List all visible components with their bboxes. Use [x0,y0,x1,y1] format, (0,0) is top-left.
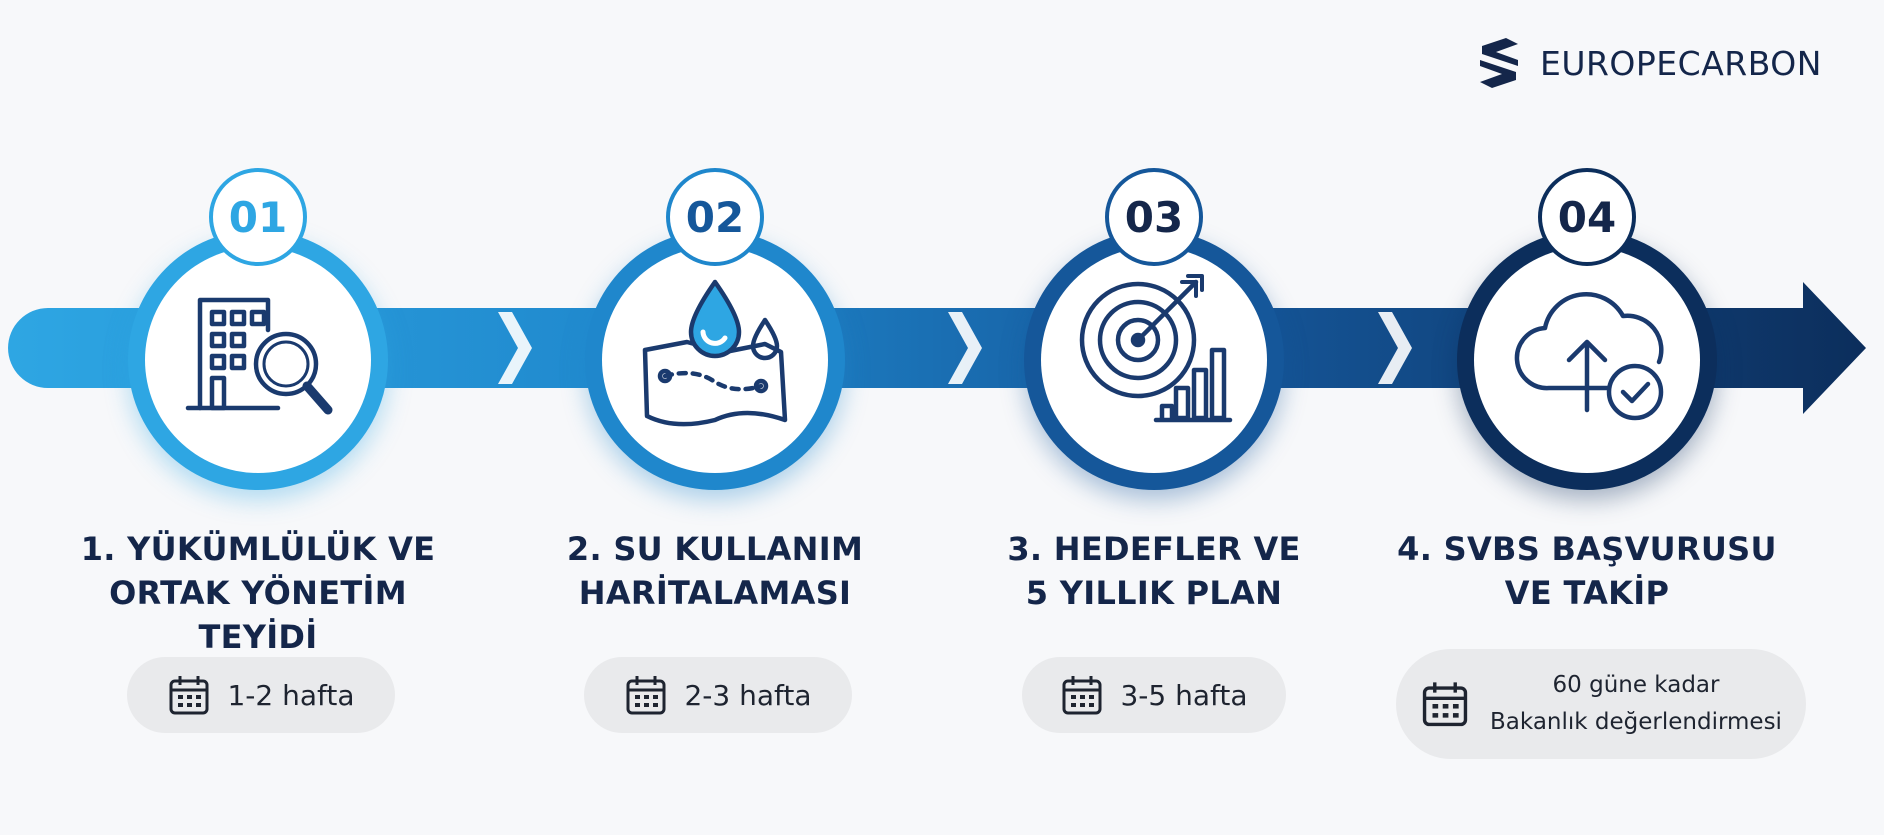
calendar-icon [1422,682,1468,727]
cloud-upload-check-icon [1514,292,1664,421]
step-1-number: 01 [228,192,288,242]
step-4-duration-pill: 60 güne kadar Bakanlık değerlendirmesi [1396,649,1806,759]
step-1-title: 1. YÜKÜMLÜLÜK VE ORTAK YÖNETİM TEYİDİ [48,527,468,659]
step-1-duration-pill: 1-2 hafta [127,657,395,733]
step-4-number: 04 [1557,192,1617,242]
brand-name: EUROPECARBON [1540,43,1822,83]
step-2-title: 2. SU KULLANIM HARİTALAMASI [505,527,925,615]
step-3-title: 3. HEDEFLER VE 5 YILLIK PLAN [944,527,1364,615]
step-1-duration: 1-2 hafta [227,678,355,712]
step-2-title-line-2: HARİTALAMASI [578,574,852,612]
step-2-number-badge: 02 [666,168,764,266]
calendar-icon [169,676,209,715]
water-map-icon [642,279,788,427]
step-3-duration: 3-5 hafta [1120,678,1248,712]
step-4-duration-line-1: 60 güne kadar [1552,672,1720,698]
step-1-title-line-2: ORTAK YÖNETİM TEYİDİ [109,574,407,656]
step-1-number-badge: 01 [209,168,307,266]
step-2-title-line-1: 2. SU KULLANIM [566,530,864,568]
step-4-title-line-2: VE TAKİP [1504,574,1670,612]
step-4-duration-line-2: Bakanlık değerlendirmesi [1490,709,1782,735]
step-1-title-line-1: 1. YÜKÜMLÜLÜK VE [80,530,436,568]
target-chart-icon [1079,274,1233,423]
calendar-icon [1062,676,1102,715]
step-2-number: 02 [685,192,745,242]
step-2-duration-pill: 2-3 hafta [584,657,852,733]
europecarbon-logo-icon [1480,38,1518,88]
step-3-title-line-1: 3. HEDEFLER VE [1007,530,1301,568]
step-3-number-badge: 03 [1105,168,1203,266]
step-3-duration-pill: 3-5 hafta [1022,657,1286,733]
step-2-duration: 2-3 hafta [684,678,812,712]
building-magnifier-icon [185,297,333,415]
calendar-icon [626,676,666,715]
step-3-title-line-2: 5 YILLIK PLAN [1025,574,1283,612]
step-4-title: 4. SVBS BAŞVURUSU VE TAKİP [1377,527,1797,615]
step-4-title-line-1: 4. SVBS BAŞVURUSU [1397,530,1777,568]
brand-logo: EUROPECARBON [1476,34,1822,92]
step-3-number: 03 [1124,192,1184,242]
step-4-duration: 60 güne kadar Bakanlık değerlendirmesi [1490,667,1782,741]
step-4-number-badge: 04 [1538,168,1636,266]
